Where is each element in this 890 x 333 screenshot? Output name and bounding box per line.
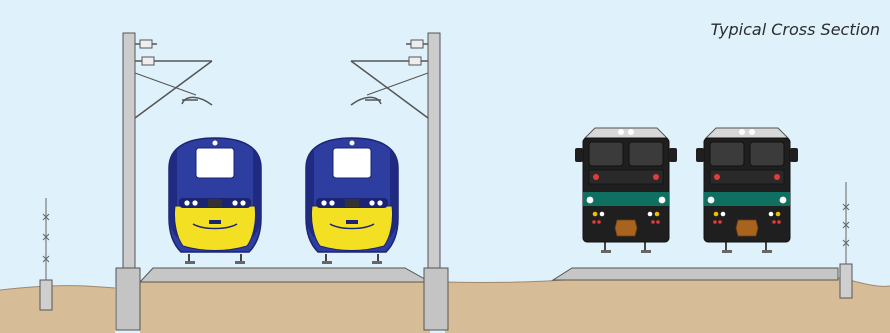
catenary-mast-right: [350, 32, 449, 331]
signal-post-left: [39, 198, 53, 311]
diagram-caption: Typical Cross Section: [710, 20, 880, 39]
platform-left: [138, 267, 432, 283]
signal-post-right: [839, 182, 853, 299]
electric-train-1: [168, 137, 262, 265]
diesel-locomotive-1: [574, 127, 678, 254]
catenary-mast-left: [115, 32, 213, 331]
diesel-locomotive-2: [695, 127, 799, 254]
platform-right: [551, 267, 839, 281]
electric-train-2: [305, 137, 399, 265]
